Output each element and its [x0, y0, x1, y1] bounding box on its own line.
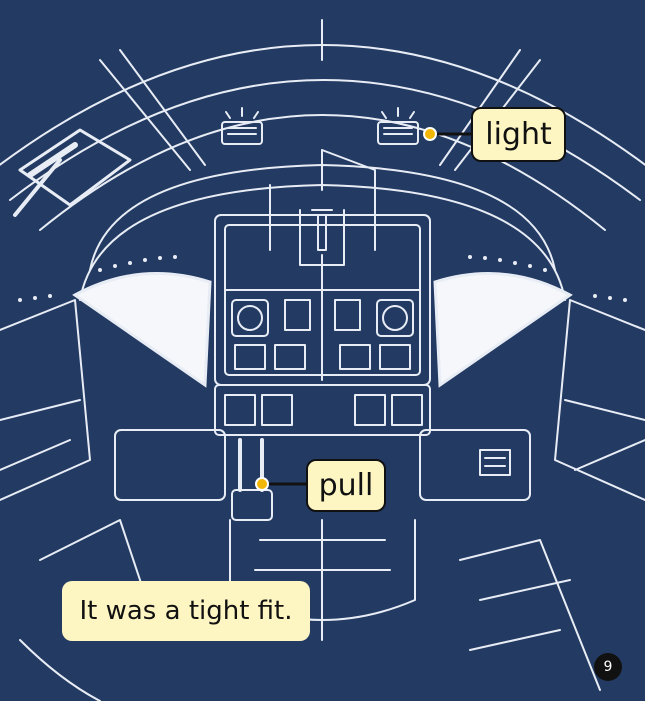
right-window-art [433, 272, 573, 388]
page-number: 9 [594, 653, 622, 681]
right-lamp-art [377, 107, 419, 145]
left-lamp-art [221, 107, 263, 145]
caption-text: It was a tight fit. [62, 581, 310, 641]
left-window-art [72, 272, 212, 388]
label-pull: pull [306, 459, 386, 512]
callout-light [423, 127, 471, 141]
callout-pull [255, 477, 306, 491]
label-light: light [471, 107, 566, 162]
